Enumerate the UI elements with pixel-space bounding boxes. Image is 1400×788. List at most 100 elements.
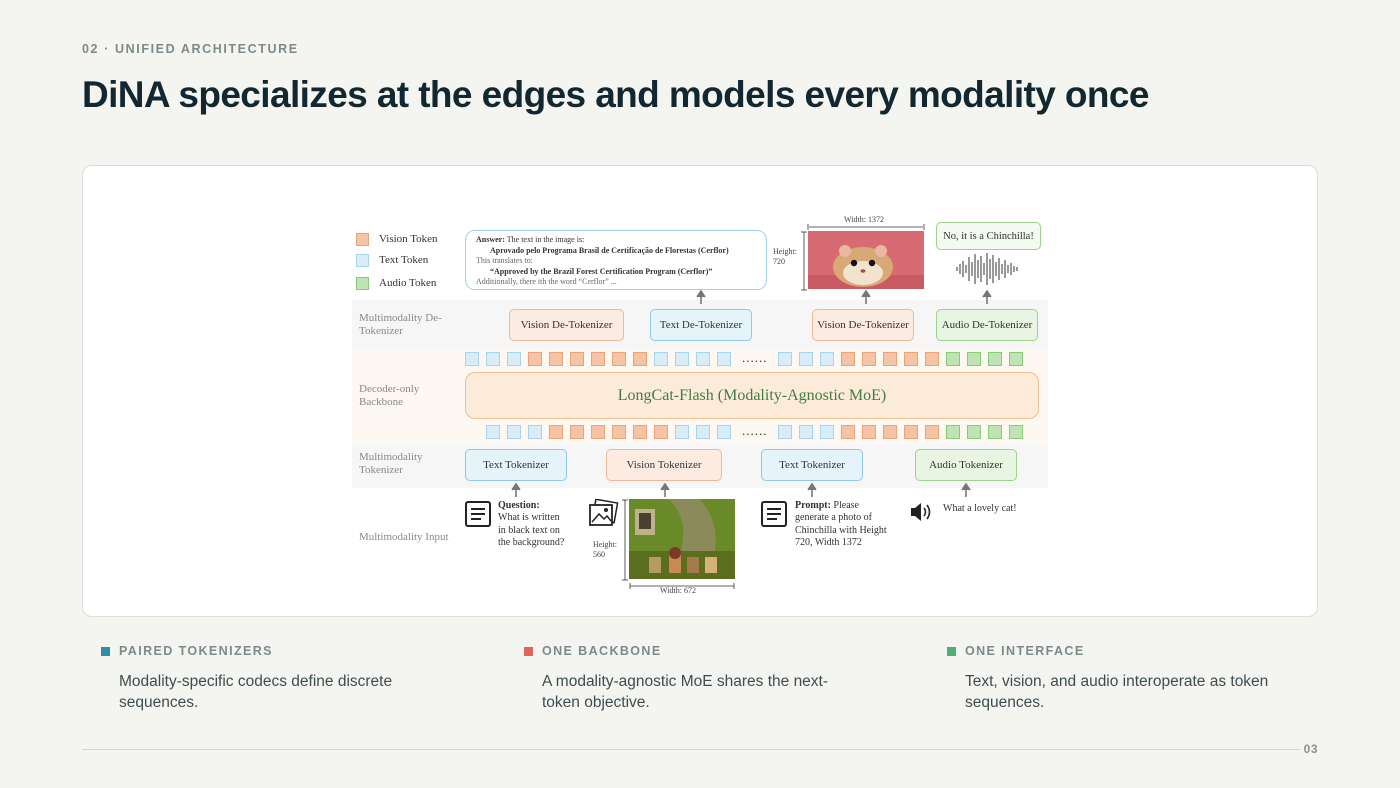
vision-token — [549, 352, 563, 366]
text-detokenizer: Text De-Tokenizer — [650, 309, 752, 341]
arrow-up — [981, 290, 993, 304]
vision-token — [862, 425, 876, 439]
question-body: What is written in black text on the bac… — [498, 512, 564, 548]
text-token — [717, 352, 731, 366]
prompt-text: Prompt: Please generate a photo of Chinc… — [795, 500, 890, 549]
question-label: Question: — [498, 500, 540, 511]
prompt-label: Prompt: — [795, 500, 831, 511]
footer-card-desc: Text, vision, and audio interoperate as … — [965, 671, 1285, 713]
output-width-arrow — [807, 224, 925, 230]
audio-output-text: No, it is a Chinchilla! — [936, 222, 1041, 250]
ellipsis: ...... — [742, 350, 768, 366]
text-token — [465, 352, 479, 366]
vision-token — [612, 352, 626, 366]
vision-token — [841, 425, 855, 439]
answer-additional: Additionally, there ith the word “Cerflo… — [476, 277, 756, 288]
text-token — [820, 352, 834, 366]
waveform-icon — [955, 252, 1021, 286]
vision-token — [883, 352, 897, 366]
document-icon — [760, 500, 788, 528]
vision-token — [570, 425, 584, 439]
answer-english: “Approved by the Brazil Forest Certifica… — [476, 267, 756, 278]
vision-token — [862, 352, 876, 366]
text-token — [486, 352, 500, 366]
text-token — [696, 425, 710, 439]
vision-token — [904, 352, 918, 366]
vision-token — [591, 352, 605, 366]
row-label-input: Multimodality Input — [359, 531, 449, 544]
arrow-up — [510, 483, 522, 497]
footer-card-interface: ONE INTERFACE Text, vision, and audio in… — [965, 644, 1285, 713]
footer-card-label: ONE BACKBONE — [542, 644, 662, 658]
vision-token — [591, 425, 605, 439]
architecture-figure: Vision Token Text Token Audio Token Mult… — [352, 211, 1048, 599]
vision-token — [633, 425, 647, 439]
vision-tokenizer: Vision Tokenizer — [606, 449, 722, 481]
text-token — [799, 352, 813, 366]
answer-translate-intro: This translates to: — [476, 256, 756, 267]
audio-swatch — [356, 277, 369, 290]
answer-heading: Answer: — [476, 235, 505, 244]
footer-rule — [82, 749, 1300, 750]
answer-intro: The text in the image is: — [507, 235, 585, 244]
output-height-label: Height: 720 — [773, 247, 803, 266]
text-tokenizer: Text Tokenizer — [761, 449, 863, 481]
bullet-icon — [524, 647, 533, 656]
footer-card-desc: Modality-specific codecs define discrete… — [119, 671, 439, 713]
vision-token — [570, 352, 584, 366]
vision-token — [654, 425, 668, 439]
text-token — [778, 352, 792, 366]
vision-token — [549, 425, 563, 439]
speaker-icon — [909, 501, 935, 523]
document-icon — [464, 500, 492, 528]
text-token — [820, 425, 834, 439]
footer-card-label: ONE INTERFACE — [965, 644, 1085, 658]
footer-card-label: PAIRED TOKENIZERS — [119, 644, 273, 658]
vision-swatch — [356, 233, 369, 246]
bullet-icon — [947, 647, 956, 656]
input-height-label: Height: 560 — [593, 540, 623, 559]
audio-token — [1009, 352, 1023, 366]
text-token — [696, 352, 710, 366]
arrow-up — [695, 290, 707, 304]
text-token — [717, 425, 731, 439]
arrow-up — [659, 483, 671, 497]
vision-token — [904, 425, 918, 439]
vision-detokenizer: Vision De-Tokenizer — [509, 309, 624, 341]
text-token — [778, 425, 792, 439]
row-label-detokenizer: Multimodality De-Tokenizer — [359, 312, 449, 338]
section-kicker: 02 · UNIFIED ARCHITECTURE — [82, 42, 299, 56]
vision-token — [633, 352, 647, 366]
text-token — [507, 352, 521, 366]
footer-card-backbone: ONE BACKBONE A modality-agnostic MoE sha… — [542, 644, 862, 713]
backbone-box: LongCat-Flash (Modality-Agnostic MoE) — [465, 372, 1039, 419]
answer-box: Answer: The text in the image is: Aprova… — [465, 230, 767, 290]
audio-tokenizer: Audio Tokenizer — [915, 449, 1017, 481]
page-title: DiNA specializes at the edges and models… — [82, 74, 1149, 116]
vision-token — [925, 352, 939, 366]
footer-card-tokenizers: PAIRED TOKENIZERS Modality-specific code… — [119, 644, 439, 713]
output-height-arrow — [801, 231, 807, 291]
vision-token — [612, 425, 626, 439]
bullet-icon — [101, 647, 110, 656]
vision-token — [528, 352, 542, 366]
audio-token — [967, 352, 981, 366]
arrow-up — [860, 290, 872, 304]
arrow-up — [806, 483, 818, 497]
chess-image — [629, 499, 735, 579]
audio-input-text: What a lovely cat! — [943, 503, 1043, 515]
audio-token — [988, 425, 1002, 439]
audio-token — [946, 425, 960, 439]
input-width-label: Width: 672 — [648, 586, 708, 596]
audio-token — [946, 352, 960, 366]
ellipsis: ...... — [742, 423, 768, 439]
text-token — [654, 352, 668, 366]
text-token — [528, 425, 542, 439]
text-swatch — [356, 254, 369, 267]
arrow-up — [960, 483, 972, 497]
hamster-image — [808, 231, 924, 289]
legend-vision: Vision Token — [356, 232, 438, 246]
vision-token — [883, 425, 897, 439]
row-label-backbone: Decoder-only Backbone — [359, 383, 439, 409]
text-token — [507, 425, 521, 439]
